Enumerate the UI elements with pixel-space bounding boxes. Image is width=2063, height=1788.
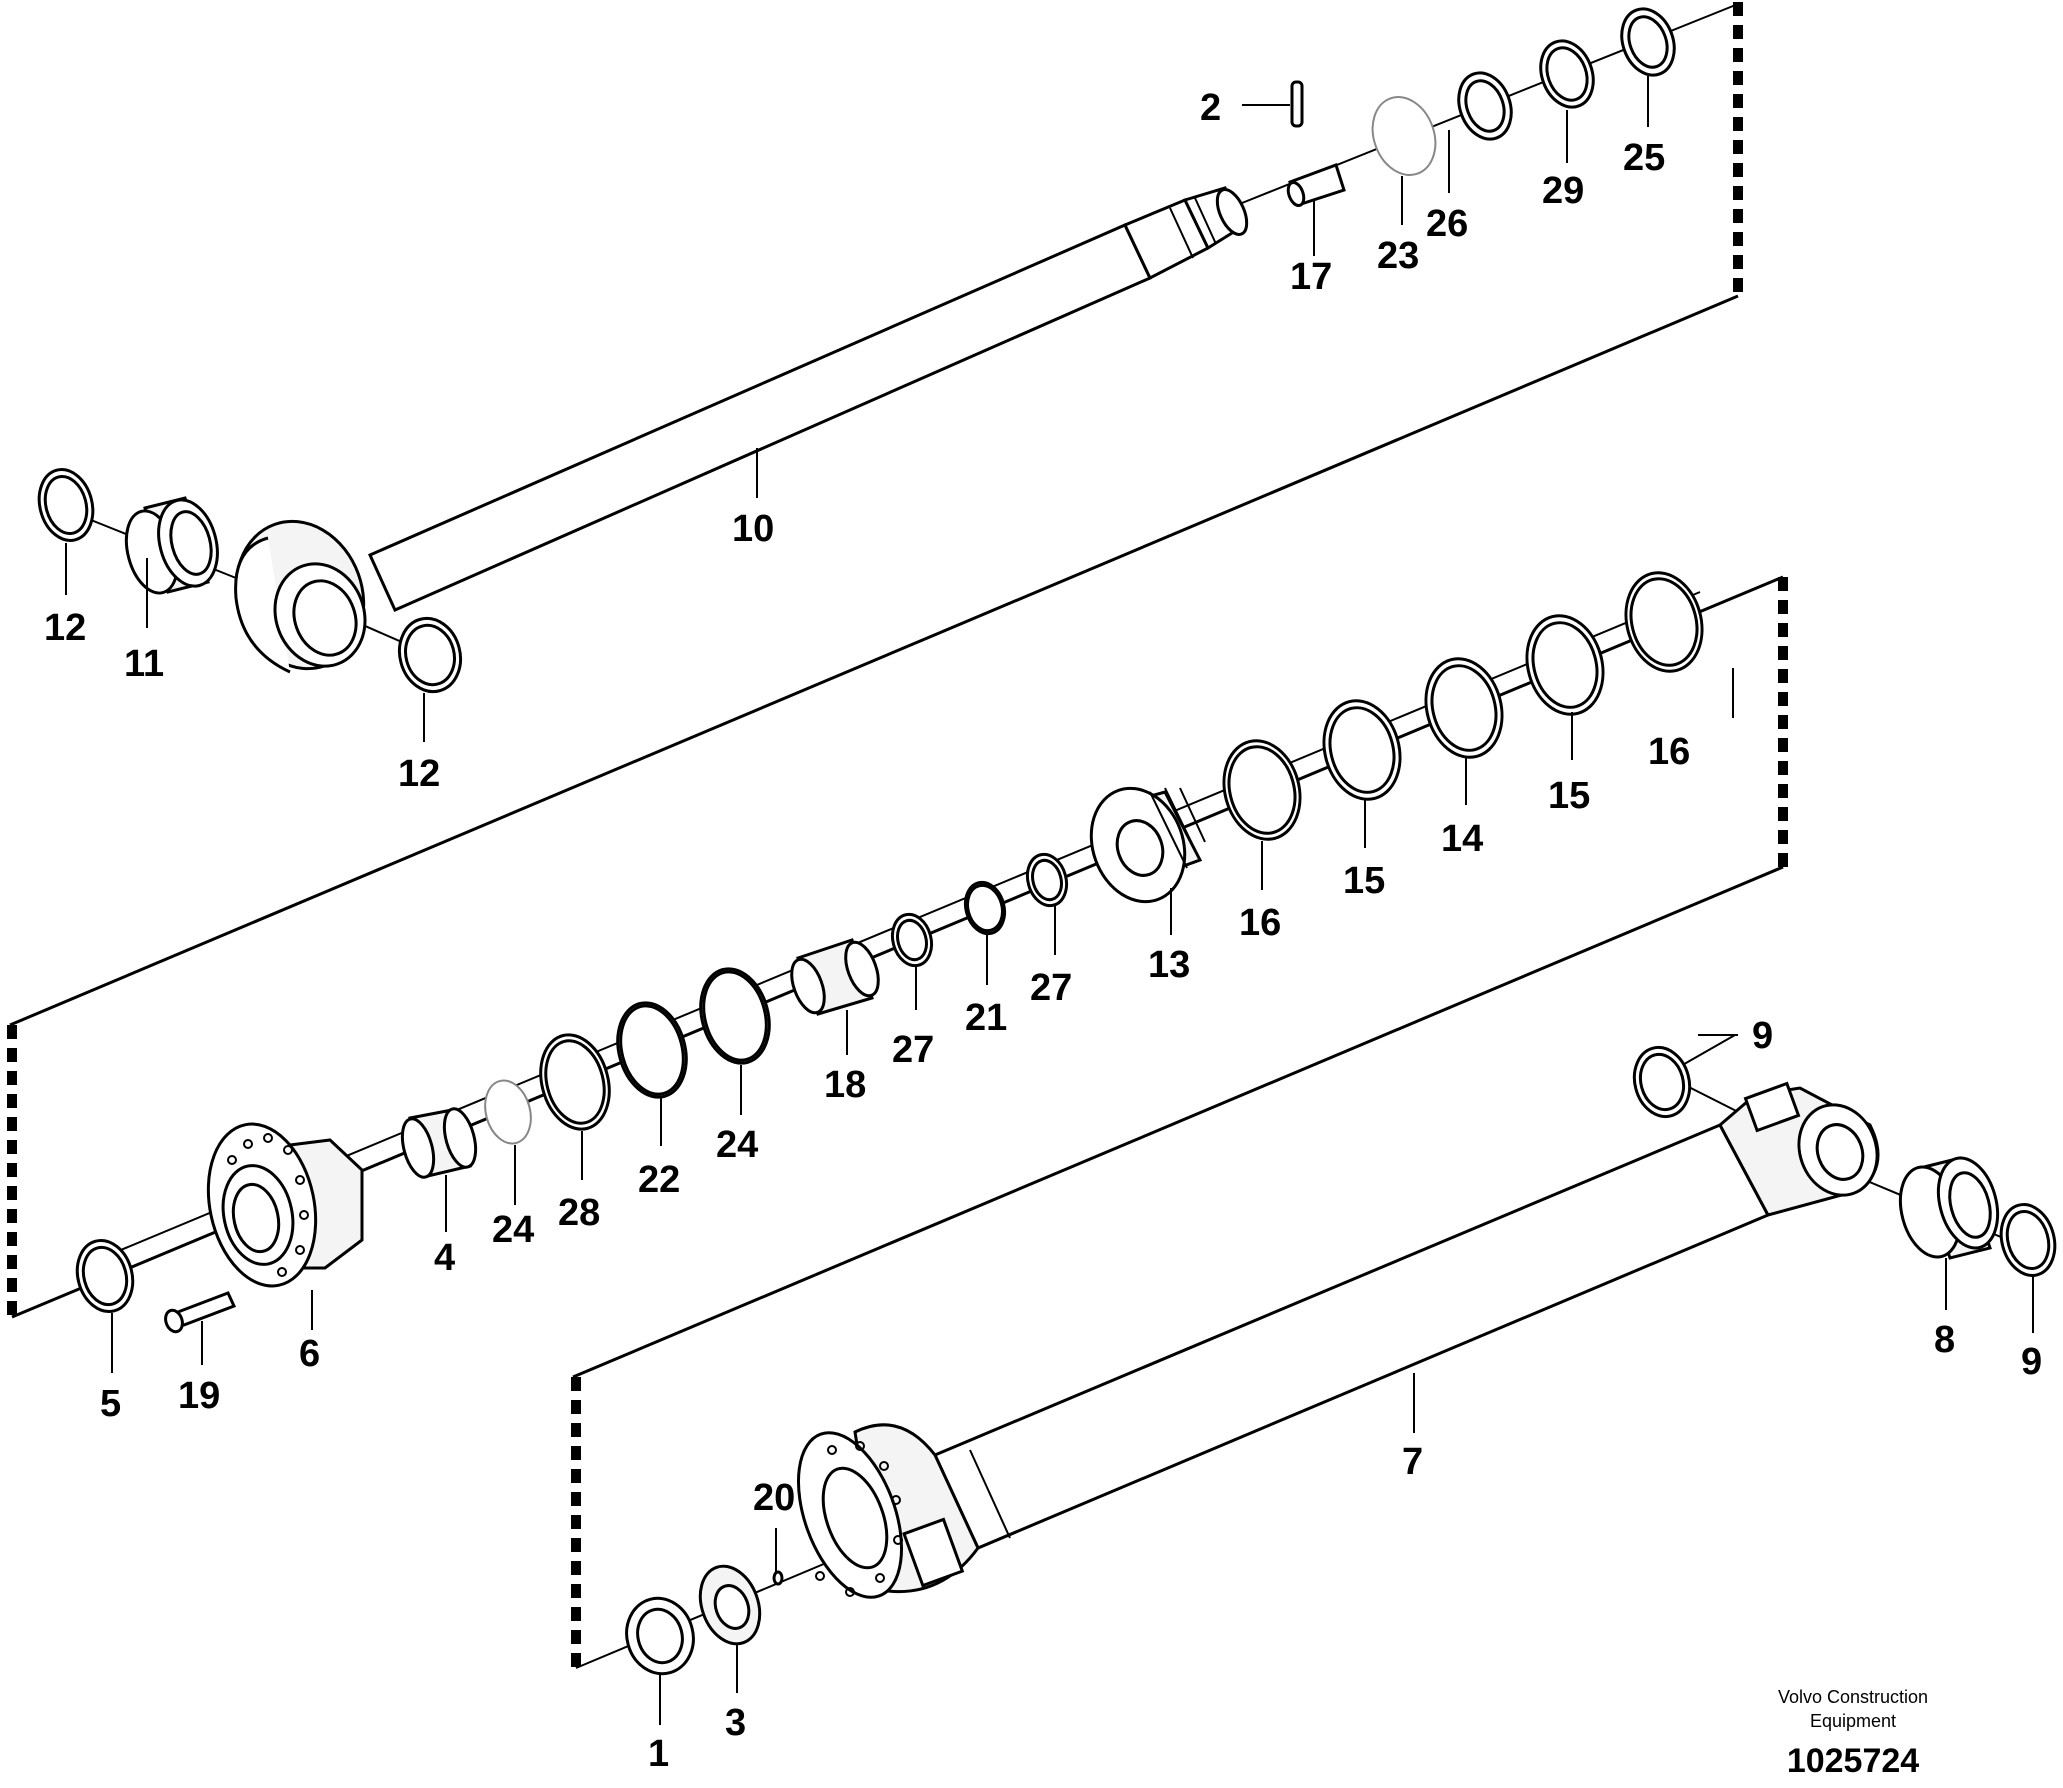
rod-eye [234,519,367,674]
break-lines [7,2,1788,1668]
ring-16-right [1624,571,1704,673]
ring-24-b [699,967,771,1065]
company-name-line1: Volvo Construction [1778,1687,1928,1707]
label-18: 18 [824,1064,866,1106]
label-19: 19 [178,1375,220,1417]
pin-2 [1290,80,1304,128]
label-20: 20 [753,1477,795,1519]
ring-27-left [890,912,934,968]
ring-26 [1457,71,1513,141]
label-3: 3 [725,1702,746,1744]
label-23: 23 [1377,235,1419,277]
label-26: 26 [1426,203,1468,245]
stop-17 [1286,163,1346,208]
cylinder-tube-7 [796,1123,1771,1599]
ring-9-bottom [1999,1203,2057,1277]
ring-1 [625,1596,695,1676]
bushing-8 [1898,1156,2000,1260]
label-17: 17 [1290,256,1332,298]
label-12-right: 12 [398,753,440,795]
ring-25 [1620,7,1676,77]
label-16-right: 16 [1648,731,1690,773]
ring-22 [616,1001,688,1099]
label-13: 13 [1148,944,1190,986]
ring-14 [1424,657,1504,759]
ring-15-right [1525,614,1605,716]
label-2: 2 [1200,87,1221,129]
tube-end-eye [1718,1081,1880,1217]
bushing-4 [400,1107,478,1179]
ring-24-a [484,1079,532,1145]
label-11: 11 [124,643,164,685]
label-14: 14 [1441,818,1483,860]
label-27-left: 27 [892,1029,934,1071]
label-4: 4 [434,1237,455,1279]
label-1: 1 [648,1733,669,1775]
ring-21 [963,880,1007,936]
nut-3 [698,1564,762,1646]
screw-20 [772,1570,784,1586]
ring-5 [75,1239,135,1313]
label-7: 7 [1402,1441,1423,1483]
seal-ring-12-right [397,616,463,694]
company-name-line2: Equipment [1810,1711,1896,1731]
label-28: 28 [558,1192,600,1234]
ring-29 [1539,39,1595,109]
label-24-left: 24 [492,1209,534,1251]
ring-28 [539,1033,611,1131]
label-15-right: 15 [1548,775,1590,817]
label-24-right: 24 [716,1124,758,1166]
disc-23 [1371,96,1437,176]
leader-lines [65,76,2034,1725]
label-29: 29 [1542,170,1584,212]
bushing-11 [124,496,219,595]
ring-27-right [1025,852,1069,908]
label-10: 10 [732,508,774,550]
ring-16-left [1222,739,1302,841]
piston-13 [1089,786,1206,904]
label-15-left: 15 [1343,860,1385,902]
ring-15-left [1322,699,1402,801]
cylinder-head-6 [206,1122,364,1288]
label-6: 6 [299,1333,320,1375]
ring-9-top [1632,1045,1692,1119]
piston-rod [368,186,1249,612]
label-9-bottom: 9 [2021,1341,2042,1383]
label-21: 21 [965,997,1007,1039]
label-22: 22 [638,1159,680,1201]
part-labels: 2 17 23 26 29 25 10 12 11 12 16 15 14 15… [44,87,2042,1775]
bushing-18 [790,938,880,1016]
label-27-right: 27 [1030,967,1072,1009]
document-number: 1025724 [1787,1742,1919,1780]
label-9-top: 9 [1752,1015,1773,1057]
bolt-19 [164,1291,237,1334]
label-8: 8 [1934,1319,1955,1361]
label-16-left: 16 [1239,902,1281,944]
footer: Volvo Construction Equipment 1025724 [1778,1687,1928,1780]
seal-ring-12-left [37,468,95,542]
label-25: 25 [1623,137,1665,179]
label-5: 5 [100,1383,121,1425]
label-12-left: 12 [44,607,86,649]
